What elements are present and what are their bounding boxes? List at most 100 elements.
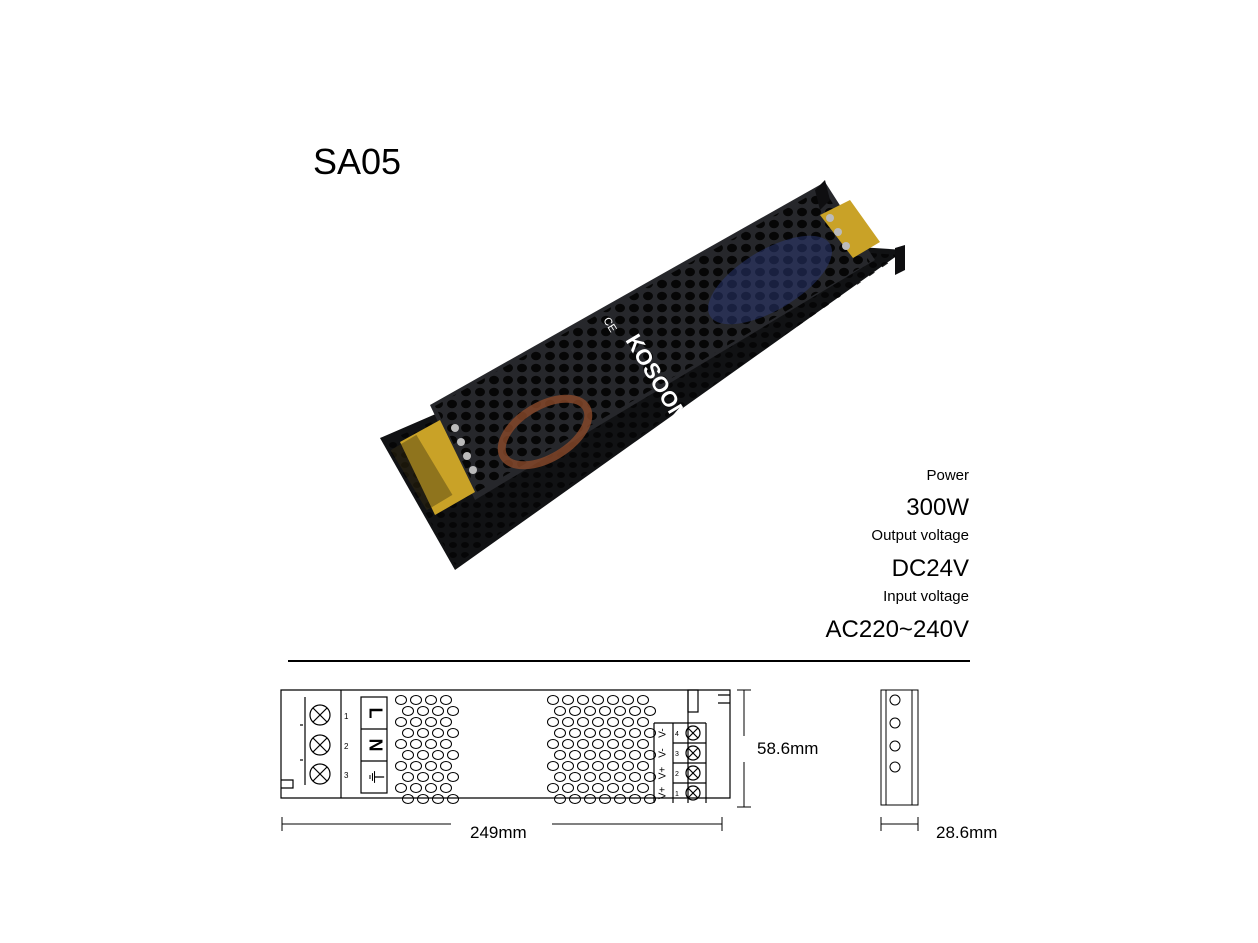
- vent-hole: [607, 739, 619, 749]
- vent-hole: [425, 717, 437, 727]
- vent-hole: [577, 695, 589, 705]
- vent-hole: [440, 783, 452, 793]
- vent-hole: [569, 706, 581, 716]
- vent-hole: [629, 750, 641, 760]
- output-terminal-number: 4: [675, 731, 679, 738]
- vent-hole: [554, 794, 566, 804]
- vent-hole: [554, 706, 566, 716]
- input-terminal-label: N: [365, 739, 385, 752]
- vent-hole: [547, 783, 559, 793]
- vent-hole: [569, 728, 581, 738]
- vent-hole: [592, 761, 604, 771]
- divider-line: [288, 660, 970, 662]
- vent-hole: [592, 717, 604, 727]
- vent-hole: [622, 695, 634, 705]
- vent-hole: [592, 739, 604, 749]
- vent-hole: [599, 750, 611, 760]
- vent-hole: [395, 695, 407, 705]
- vent-hole: [425, 739, 437, 749]
- ground-icon: ⏚: [365, 768, 385, 786]
- vent-hole: [447, 706, 459, 716]
- vent-hole: [637, 761, 649, 771]
- vent-hole: [410, 761, 422, 771]
- input-terminal-label: L: [365, 708, 385, 719]
- vent-hole: [607, 761, 619, 771]
- vent-hole: [562, 739, 574, 749]
- vent-hole: [417, 706, 429, 716]
- vent-hole: [562, 761, 574, 771]
- spec-output-voltage-value: DC24V: [891, 555, 969, 582]
- vent-hole: [547, 761, 559, 771]
- screw-icon: [309, 734, 331, 756]
- vent-hole: [395, 739, 407, 749]
- vent-hole: [554, 750, 566, 760]
- front-view-drawing: 1 2 3 L N ⏚ 4 3 2 1 V- V- V+ V+: [280, 689, 731, 804]
- vent-hole: [584, 750, 596, 760]
- vent-hole: [614, 772, 626, 782]
- vent-hole: [417, 750, 429, 760]
- length-dimension: 249mm: [470, 823, 527, 843]
- vent-hole: [644, 706, 656, 716]
- vent-hole: [577, 761, 589, 771]
- vent-hole: [637, 717, 649, 727]
- output-terminal-label: V+: [658, 787, 669, 800]
- vent-hole: [395, 783, 407, 793]
- vent-hole: [440, 761, 452, 771]
- vent-hole: [569, 794, 581, 804]
- vent-hole: [402, 728, 414, 738]
- vent-hole: [607, 717, 619, 727]
- spec-power-value: 300W: [906, 494, 969, 521]
- input-terminal-number: 2: [344, 742, 349, 751]
- vent-hole: [584, 794, 596, 804]
- vent-hole: [417, 728, 429, 738]
- vent-hole: [417, 772, 429, 782]
- vent-hole: [447, 772, 459, 782]
- vent-hole: [569, 772, 581, 782]
- vent-hole: [599, 772, 611, 782]
- vent-hole: [637, 739, 649, 749]
- vent-hole: [644, 750, 656, 760]
- vent-hole: [402, 750, 414, 760]
- vent-hole: [395, 717, 407, 727]
- vent-hole: [425, 761, 437, 771]
- vent-hole: [410, 717, 422, 727]
- vent-hole: [410, 739, 422, 749]
- spec-input-voltage-label: Input voltage: [883, 588, 969, 605]
- dimension-lines: [281, 689, 919, 831]
- vent-hole: [644, 794, 656, 804]
- screw-icon: [685, 785, 701, 801]
- vent-hole: [629, 728, 641, 738]
- vent-hole: [629, 772, 641, 782]
- screw-icon: [685, 765, 701, 781]
- vent-hole: [395, 761, 407, 771]
- vent-hole: [584, 706, 596, 716]
- output-terminal-number: 1: [675, 791, 679, 798]
- vent-hole: [629, 794, 641, 804]
- spec-output-voltage-label: Output voltage: [871, 527, 969, 544]
- vent-hole: [622, 761, 634, 771]
- vent-hole: [432, 794, 444, 804]
- vent-hole: [577, 783, 589, 793]
- vent-hole: [425, 783, 437, 793]
- vent-hole: [432, 728, 444, 738]
- input-terminal-block: [400, 420, 475, 515]
- vent-hole: [569, 750, 581, 760]
- screw-icon: [685, 725, 701, 741]
- vent-hole: [402, 706, 414, 716]
- vent-hole: [592, 783, 604, 793]
- vent-hole: [592, 695, 604, 705]
- vent-hole: [562, 717, 574, 727]
- vent-hole: [622, 783, 634, 793]
- vent-hole: [584, 728, 596, 738]
- vent-hole: [432, 706, 444, 716]
- vent-hole: [554, 728, 566, 738]
- vent-hole: [447, 728, 459, 738]
- vent-hole: [622, 717, 634, 727]
- vent-hole: [447, 794, 459, 804]
- vent-hole: [584, 772, 596, 782]
- vent-hole: [629, 706, 641, 716]
- vent-hole: [417, 794, 429, 804]
- vent-hole: [607, 783, 619, 793]
- output-terminal-label: V+: [658, 767, 669, 780]
- height-dimension: 28.6mm: [936, 823, 998, 843]
